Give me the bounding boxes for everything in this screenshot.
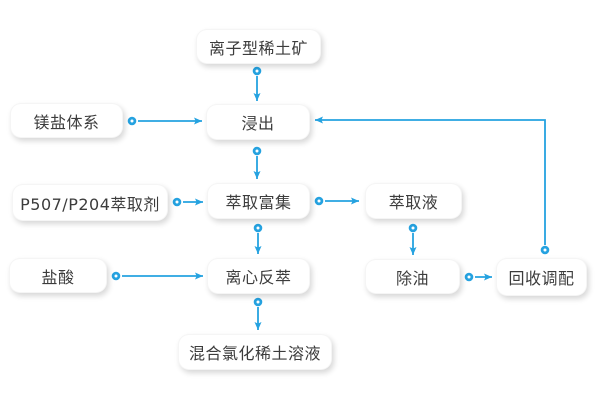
port-icon — [252, 146, 262, 156]
node-ore: 离子型稀土矿 — [196, 29, 321, 64]
edge-ore-to-leaching — [252, 66, 262, 101]
port-icon — [314, 196, 324, 206]
edge-leaching-to-enrichment — [252, 146, 262, 179]
node-extractant: P507/P204萃取剂 — [12, 184, 168, 221]
node-stripping: 离心反萃 — [207, 258, 310, 294]
port-icon — [127, 116, 137, 126]
node-deoiling: 除油 — [365, 259, 460, 294]
node-acid: 盐酸 — [9, 258, 107, 293]
edge-enrichment-to-stripping — [253, 223, 263, 254]
edge-extractant-to-enrichment — [172, 197, 203, 207]
port-icon — [252, 66, 262, 76]
edge-deoiling-to-recycling — [464, 272, 492, 282]
port-icon — [464, 272, 474, 282]
edge-mg-salt-to-leaching — [127, 116, 202, 126]
edge-extract-liquid-to-deoiling — [408, 223, 418, 255]
port-icon — [408, 223, 418, 233]
edge-acid-to-stripping — [111, 271, 203, 281]
node-extract-liquid: 萃取液 — [365, 183, 462, 219]
edge-enrichment-to-extract-liquid — [314, 196, 359, 206]
port-icon — [172, 197, 182, 207]
port-icon — [253, 223, 263, 233]
node-recycling: 回收调配 — [496, 258, 587, 296]
port-icon — [111, 271, 121, 281]
node-enrichment: 萃取富集 — [207, 183, 310, 219]
node-leaching: 浸出 — [206, 104, 310, 140]
edge-stripping-to-product — [253, 297, 263, 330]
node-product: 混合氯化稀土溶液 — [178, 334, 332, 370]
port-icon — [253, 297, 263, 307]
node-mg-salt: 镁盐体系 — [10, 103, 123, 138]
port-icon — [540, 245, 550, 255]
